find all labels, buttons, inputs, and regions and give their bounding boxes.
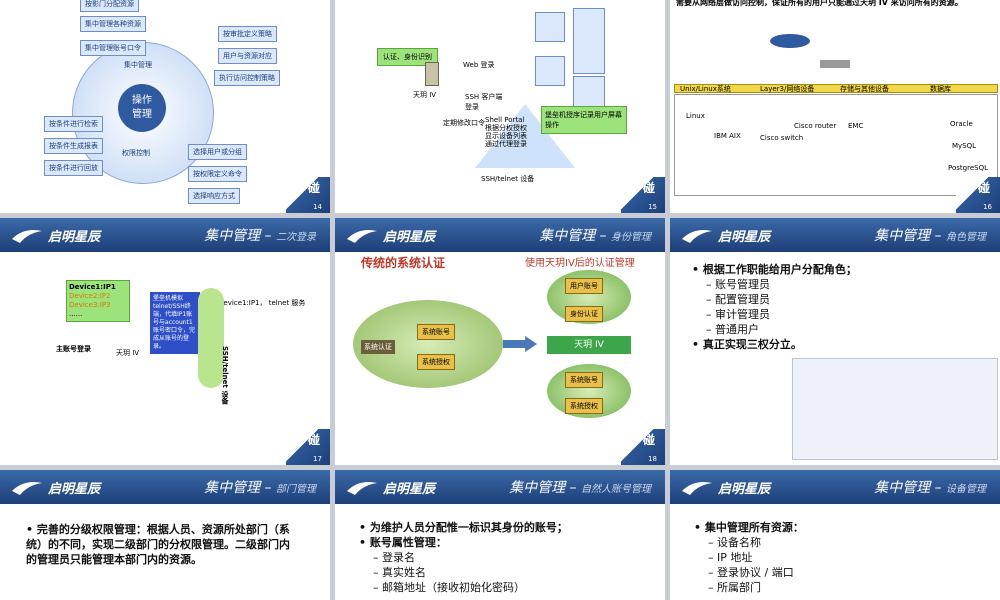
network-cloud — [770, 34, 810, 48]
slide-14-thumbnail[interactable]: 操作 管理 集中管理 权限控制 按影门分配资源 集中管理各种资源 集中管理账号口… — [0, 0, 330, 213]
process-box: 按条件进行检索 — [44, 116, 103, 132]
process-box: 选择用户或分组 — [188, 144, 247, 160]
device-label: MySQL — [952, 142, 977, 150]
process-box: 用户与资源对应 — [218, 48, 277, 64]
slide-19-thumbnail[interactable]: 启明星辰 集中管理 – 角色管理 • 根据工作职能给用户分配角色； – 账号管理… — [670, 218, 1000, 465]
device-stack — [198, 288, 224, 388]
company-logo-icon — [10, 225, 44, 245]
firewall-bar — [820, 60, 850, 68]
policy-box — [535, 56, 565, 86]
auth-box: 认证、身份识别 — [377, 48, 438, 66]
slide-16-thumbnail[interactable]: 需要从网络层做访问控制，保证所有的用户只能通过天玥 IV 来访问所有的资源。 U… — [670, 0, 1000, 213]
ring-label: 权限控制 — [122, 149, 150, 157]
target-label: Device1:IP1， telnet 服务 — [218, 299, 306, 307]
right-heading: 使用天玥IV后的认证管理 — [525, 258, 635, 269]
group-label: Unix/Linux系统 — [680, 85, 731, 93]
slide-21-thumbnail[interactable]: 启明星辰 集中管理 – 自然人账号管理 • 为维护人员分配惟一标识其身份的账号；… — [335, 470, 665, 600]
sys-acct-box-2: 系统账号 — [565, 372, 603, 388]
policy-box — [573, 8, 605, 74]
devices-label: SSH/telnet 设备 — [481, 175, 535, 183]
slide-17-thumbnail[interactable]: 启明星辰 集中管理 – 二次登录 Device1:IP1 Device2:IP2… — [0, 218, 330, 465]
process-box: 选择响应方式 — [188, 188, 240, 204]
tianyue-label: 天玥 IV — [413, 91, 437, 99]
slide-header: 启明星辰 集中管理 – 设备管理 — [670, 470, 1000, 504]
company-logo-icon — [680, 477, 714, 497]
arrow-right — [503, 336, 537, 352]
sys-grant-box-2: 系统授权 — [565, 398, 603, 414]
group-label: 数据库 — [930, 85, 951, 93]
server-icon — [425, 62, 439, 86]
id-auth-box: 身份认证 — [565, 306, 603, 322]
device-list: Device1:IP1 Device2:IP2 Device3:IP3 ....… — [66, 280, 130, 322]
bullet-text: • 完善的分级权限管理：根据人员、资源所处部门（系统）的不同，实现二级部门的分权… — [26, 523, 290, 566]
company-logo-icon — [345, 477, 379, 497]
device-label: Cisco router — [794, 122, 837, 130]
company-logo-icon — [680, 225, 714, 245]
user-label: 主账号登录 — [56, 345, 91, 353]
sys-acct-box: 系统账号 — [417, 324, 455, 340]
device-label: Oracle — [950, 120, 973, 128]
side-label: SSH/telnet 设备 — [221, 346, 229, 405]
device-grid — [674, 94, 998, 196]
tianyue-label: 天玥 IV — [116, 349, 140, 357]
segment-bar — [674, 84, 998, 93]
change-pw-label: 定期修改口令 — [443, 119, 485, 127]
slide-header: 启明星辰 集中管理 – 部门管理 — [0, 470, 330, 504]
process-box: 执行访问控制策略 — [214, 70, 280, 86]
bullet-list: • 为维护人员分配惟一标识其身份的账号； • 账号属性管理： – 登录名 – 真… — [359, 521, 568, 594]
process-box: 按条件进行回放 — [44, 160, 103, 176]
process-box: 按审批定义策略 — [218, 26, 277, 42]
slide-header: 启明星辰 集中管理 – 角色管理 — [670, 218, 1000, 252]
slide-20-thumbnail[interactable]: 启明星辰 集中管理 – 部门管理 • 完善的分级权限管理：根据人员、资源所处部门… — [0, 470, 330, 600]
company-logo-icon — [345, 225, 379, 245]
slide-header: 启明星辰 集中管理 – 自然人账号管理 — [335, 470, 665, 504]
record-box: 堡垒机授序记录用户屏幕操作 — [541, 106, 627, 134]
portal-text: Shell Portal 根据分权授权 显示设备列表 通过代理登录 — [485, 116, 527, 148]
process-box: 按条件生成报表 — [44, 138, 103, 154]
device-label: Cisco switch — [760, 134, 804, 142]
sys-grant-box: 系统授权 — [417, 354, 455, 370]
desc-box: 堡垒机模拟telnet/SSH终端，代填IP1账号与account1账号密口令，… — [150, 292, 200, 354]
sys-auth-box: 系统认证 — [361, 340, 395, 354]
user-acct-box: 用户账号 — [565, 278, 603, 294]
web-login-label: Web 登录 — [463, 61, 495, 69]
slide-22-thumbnail[interactable]: 启明星辰 集中管理 – 设备管理 • 集中管理所有资源： – 设备名称 – IP… — [670, 470, 1000, 600]
role-form-screenshot — [792, 358, 998, 460]
process-box: 集中管理各种资源 — [80, 16, 146, 32]
left-heading: 传统的系统认证 — [361, 256, 446, 270]
slide-15-thumbnail[interactable]: 认证、身份识别 Web 登录 SSH 客户端 登录 天玥 IV 定期修改口令 S… — [335, 0, 665, 213]
slide-header: 启明星辰 集中管理 – 二次登录 — [0, 218, 330, 252]
tianyue-bar: 天玥 IV — [547, 336, 631, 354]
top-text: 需要从网络层做访问控制，保证所有的用户只能通过天玥 IV 来访问所有的资源。 — [676, 0, 963, 7]
policy-box — [535, 12, 565, 42]
slide-18-thumbnail[interactable]: 启明星辰 集中管理 – 身份管理 传统的系统认证 使用天玥IV后的认证管理 系统… — [335, 218, 665, 465]
policy-box — [573, 76, 605, 108]
ring-label: 集中管理 — [124, 61, 152, 69]
ssh-login-label: SSH 客户端 登录 — [465, 93, 503, 111]
company-logo-icon — [10, 477, 44, 497]
group-label: 存储与其他设备 — [840, 85, 889, 93]
group-label: Layer3/网络设备 — [760, 85, 815, 93]
slide-header: 启明星辰 集中管理 – 身份管理 — [335, 218, 665, 252]
center-disc: 操作 管理 — [118, 84, 166, 132]
process-box: 集中管理账号口令 — [80, 40, 146, 56]
device-label: IBM AIX — [714, 132, 741, 140]
process-box: 按影门分配资源 — [80, 0, 139, 12]
bullet-list: • 集中管理所有资源： – 设备名称 – IP 地址 – 登录协议 / 端口 –… — [694, 521, 804, 594]
device-label: PostgreSQL — [948, 164, 988, 172]
device-label: EMC — [848, 122, 864, 130]
bullet-list: • 根据工作职能给用户分配角色； – 账号管理员 – 配置管理员 – 审计管理员… — [692, 263, 857, 351]
process-box: 按权限定义命令 — [188, 166, 247, 182]
device-label: Linux — [686, 112, 705, 120]
